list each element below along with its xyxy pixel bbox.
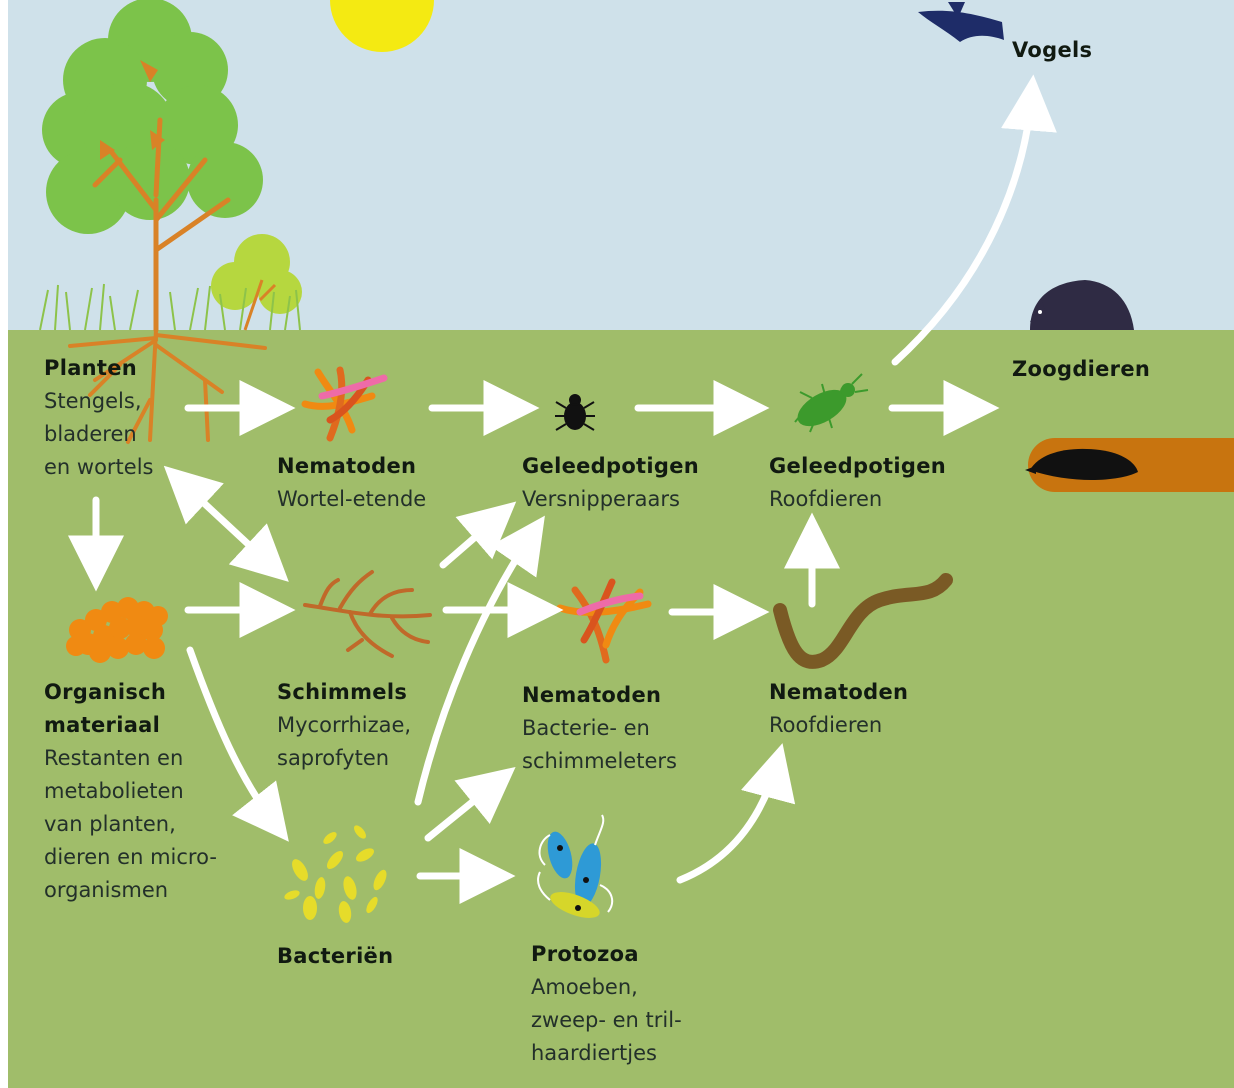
label-planten: Planten Stengels, bladeren en wortels bbox=[44, 352, 154, 484]
label-nematoden-roofdieren: Nematoden Roofdieren bbox=[769, 676, 908, 742]
label-zoogdieren: Zoogdieren bbox=[1012, 353, 1150, 386]
label-geleedpotigen-versnipperaars: Geleedpotigen Versnipperaars bbox=[522, 450, 699, 516]
label-nematoden-bacterie: Nematoden Bacterie- en schimmeleters bbox=[522, 679, 677, 778]
label-vogels: Vogels bbox=[1012, 34, 1092, 67]
label-geleedpotigen-roofdieren: Geleedpotigen Roofdieren bbox=[769, 450, 946, 516]
label-protozoa: Protozoa Amoeben, zweep- en tril- haardi… bbox=[531, 938, 682, 1070]
label-schimmels: Schimmels Mycorrhizae, saprofyten bbox=[277, 676, 411, 775]
label-bacterien: Bacteriën bbox=[277, 940, 393, 973]
label-organisch-materiaal: Organisch materiaal Restanten en metabol… bbox=[44, 676, 217, 907]
label-nematoden-wortel: Nematoden Wortel-etende bbox=[277, 450, 426, 516]
